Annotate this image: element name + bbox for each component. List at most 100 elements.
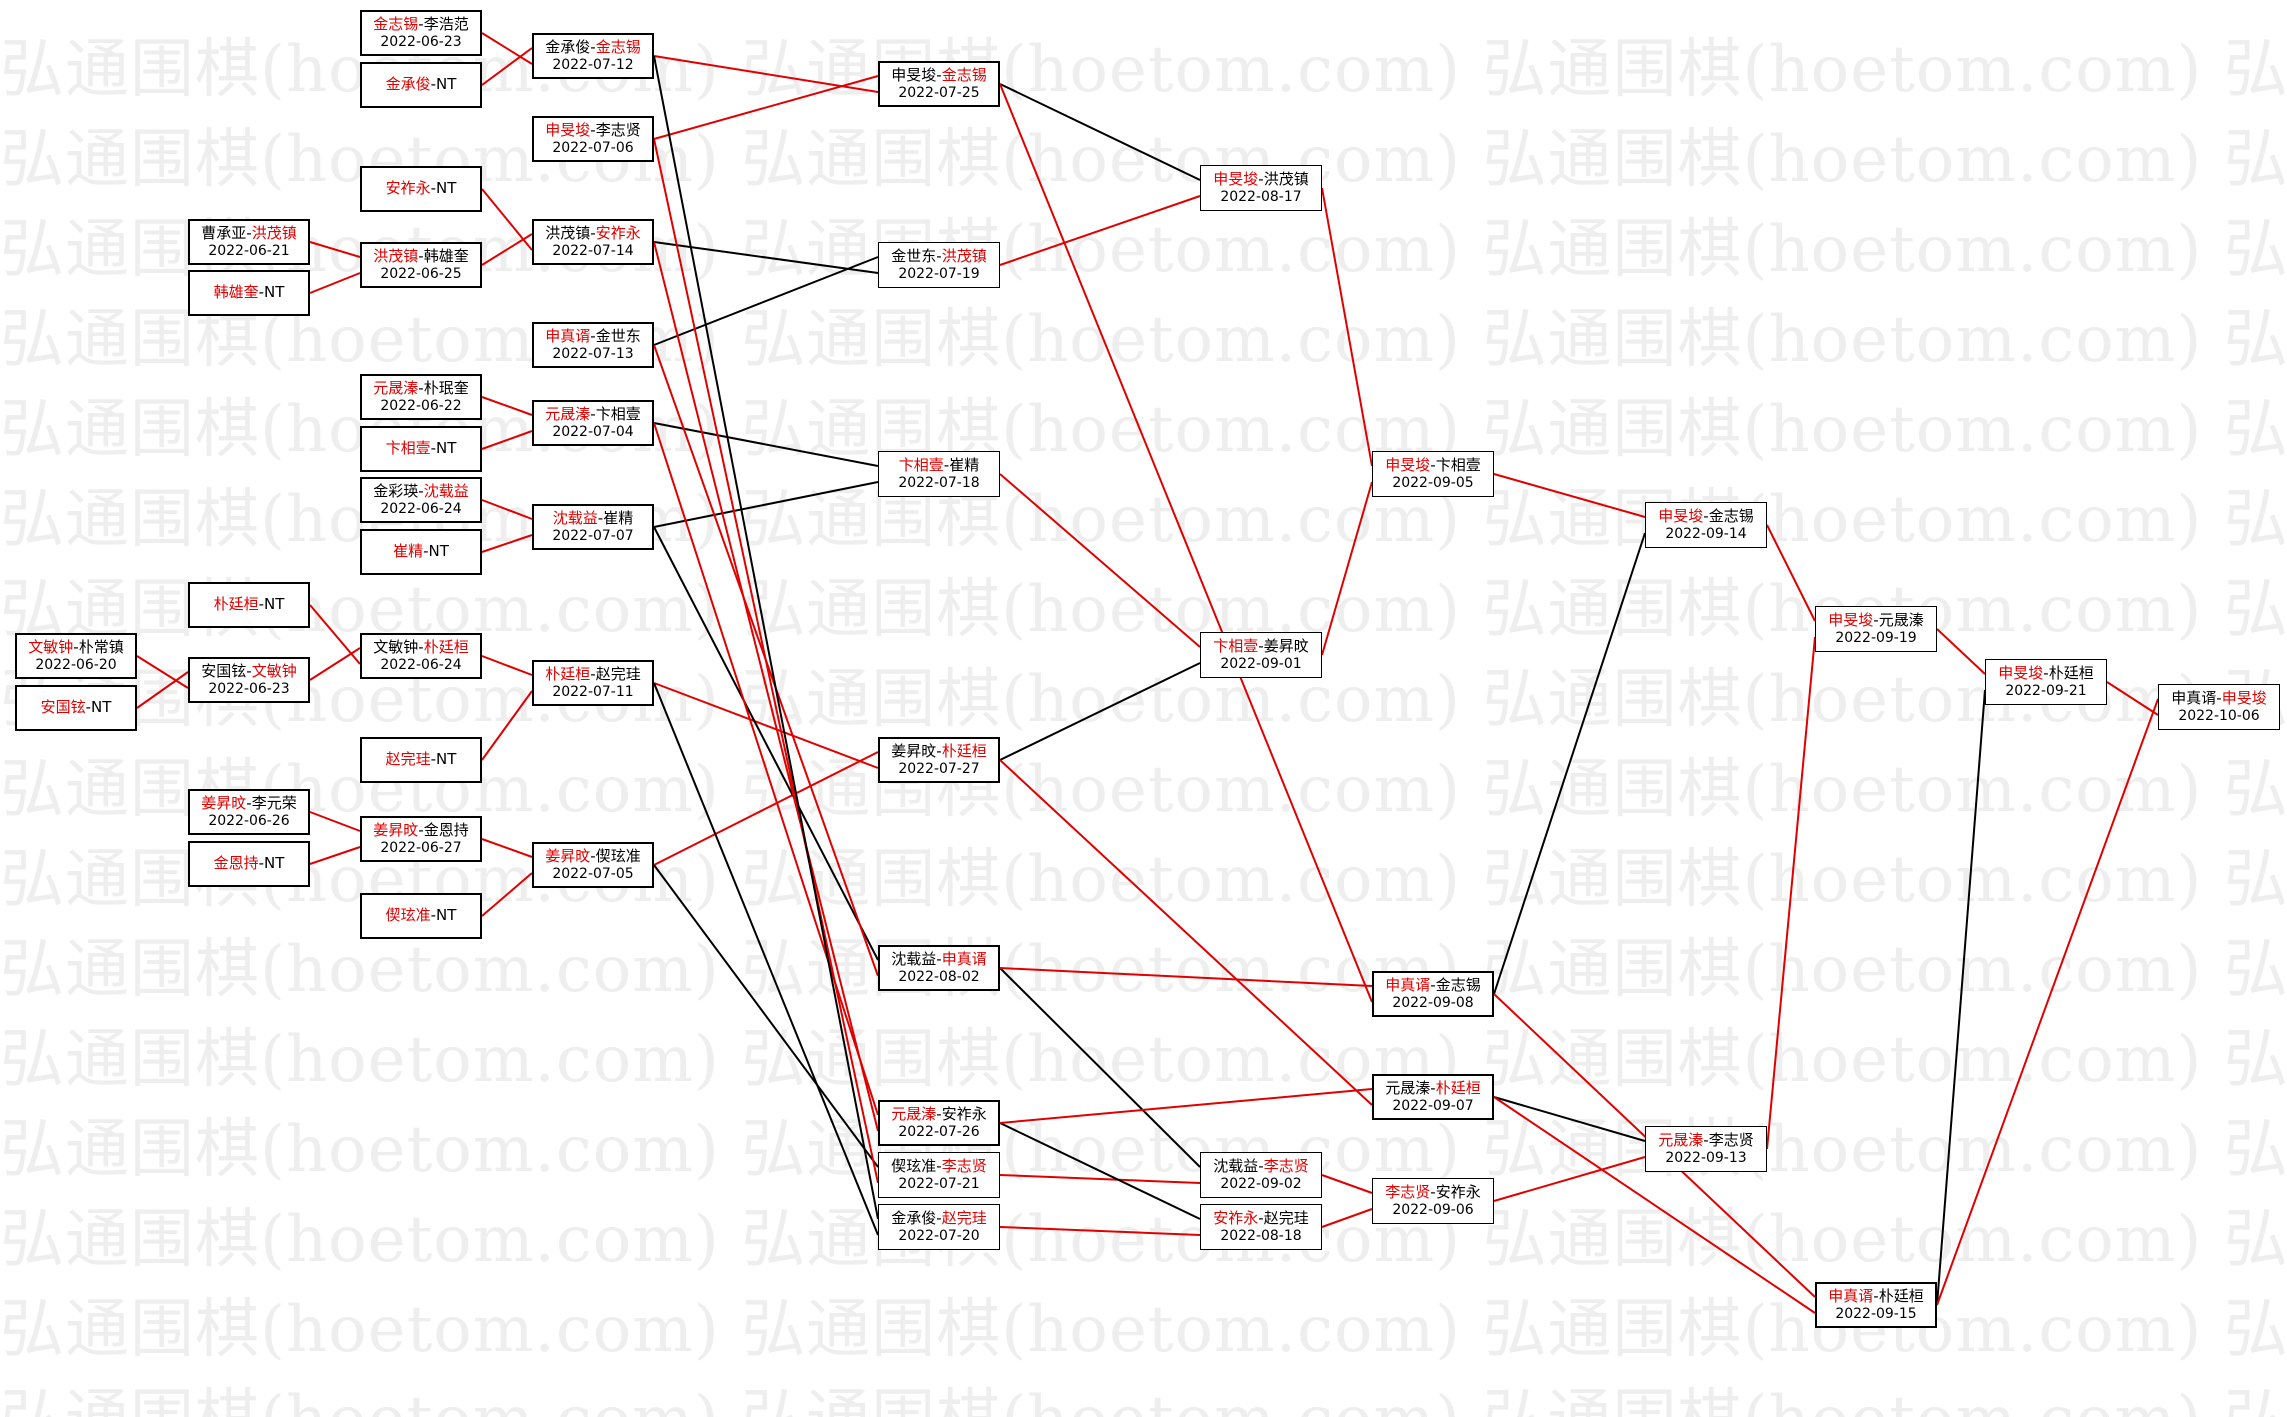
versus-dash: - — [423, 542, 429, 561]
player-two: 安祚永 — [1435, 1183, 1481, 1202]
player-two: 元晟溱 — [1878, 611, 1924, 630]
bracket-link-r8a-r9a — [1766, 524, 1816, 622]
player-two: 赵完珪 — [941, 1209, 987, 1228]
bracket-link-r4e-r5c — [653, 422, 879, 467]
match-node-r1o[interactable]: 金恩持-NT — [188, 841, 310, 887]
match-date: 2022-06-22 — [380, 397, 462, 414]
player-one: 申旻埈 — [545, 121, 591, 140]
player-two: 朴常镇 — [78, 638, 124, 657]
match-node-r1j[interactable]: 朴廷桓-NT — [188, 582, 310, 628]
match-node-r1i[interactable]: 崔精-NT — [360, 529, 482, 575]
player-two: 崔精 — [603, 509, 634, 528]
match-date: 2022-06-20 — [35, 656, 117, 673]
bracket-link-r1e-r2a — [309, 272, 361, 294]
bracket-link-r4d-r5b — [653, 256, 879, 346]
match-players: 申旻埈-金志锡 — [891, 67, 986, 84]
player-one: 金承俊 — [385, 75, 431, 94]
match-node-r1m[interactable]: 赵完珪-NT — [360, 737, 482, 783]
bracket-link-r1m-r4g — [481, 690, 533, 761]
match-players: 沈载益-申真谞 — [891, 951, 986, 968]
player-two: 李志贤 — [595, 121, 641, 140]
match-players: 沈载益-李志贤 — [1213, 1158, 1308, 1175]
match-node-r1c[interactable]: 安祚永-NT — [360, 166, 482, 212]
player-two: 金志锡 — [1708, 507, 1754, 526]
match-date: 2022-09-13 — [1665, 1149, 1747, 1166]
player-two: 崔精 — [949, 456, 980, 475]
player-one: 金承俊 — [891, 1209, 937, 1228]
bracket-link-r1f-r4e — [481, 396, 533, 416]
match-players: 安国铉-文敏钟 — [201, 663, 296, 680]
match-node-r1g[interactable]: 卞相壹-NT — [360, 426, 482, 472]
bracket-link-r1o-r3b — [309, 846, 361, 865]
match-date: 2022-10-06 — [2178, 707, 2260, 724]
match-players: 偰玹准-李志贤 — [891, 1158, 986, 1175]
match-players: 申旻埈-李志贤 — [545, 122, 640, 139]
bracket-link-r7a-r8a — [1493, 473, 1646, 518]
versus-dash: - — [590, 121, 596, 140]
bracket-link-r1d-r2a — [309, 241, 361, 258]
player-two: 朴廷桓 — [1435, 1079, 1481, 1098]
bracket-link-r9b-final — [1936, 698, 2159, 1306]
match-date: 2022-07-18 — [898, 474, 980, 491]
match-players: 金世东-洪茂镇 — [891, 248, 986, 265]
match-node-r1l[interactable]: 安国铉-NT — [15, 685, 137, 731]
versus-dash: - — [936, 1209, 942, 1228]
player-two: 韩雄奎 — [423, 247, 469, 266]
match-node-r1b[interactable]: 金承俊-NT — [360, 62, 482, 108]
match-date: 2022-07-27 — [898, 760, 980, 777]
player-one: 卞相壹 — [1213, 637, 1259, 656]
bracket-link-r1b-r4a — [481, 47, 533, 86]
match-players: 金彩瑛-沈载益 — [373, 483, 468, 500]
match-players: 申旻埈-洪茂镇 — [1213, 171, 1308, 188]
match-date: 2022-08-17 — [1220, 188, 1302, 205]
player-two: NT — [436, 179, 457, 198]
match-players: 韩雄奎-NT — [214, 284, 285, 301]
player-two: 朴廷桓 — [2048, 664, 2094, 683]
match-date: 2022-09-19 — [1835, 629, 1917, 646]
match-node-r1e[interactable]: 韩雄奎-NT — [188, 270, 310, 316]
match-node-r1p[interactable]: 偰玹准-NT — [360, 893, 482, 939]
player-two: 金恩持 — [423, 821, 469, 840]
bracket-link-r5a-r6a — [999, 83, 1201, 181]
